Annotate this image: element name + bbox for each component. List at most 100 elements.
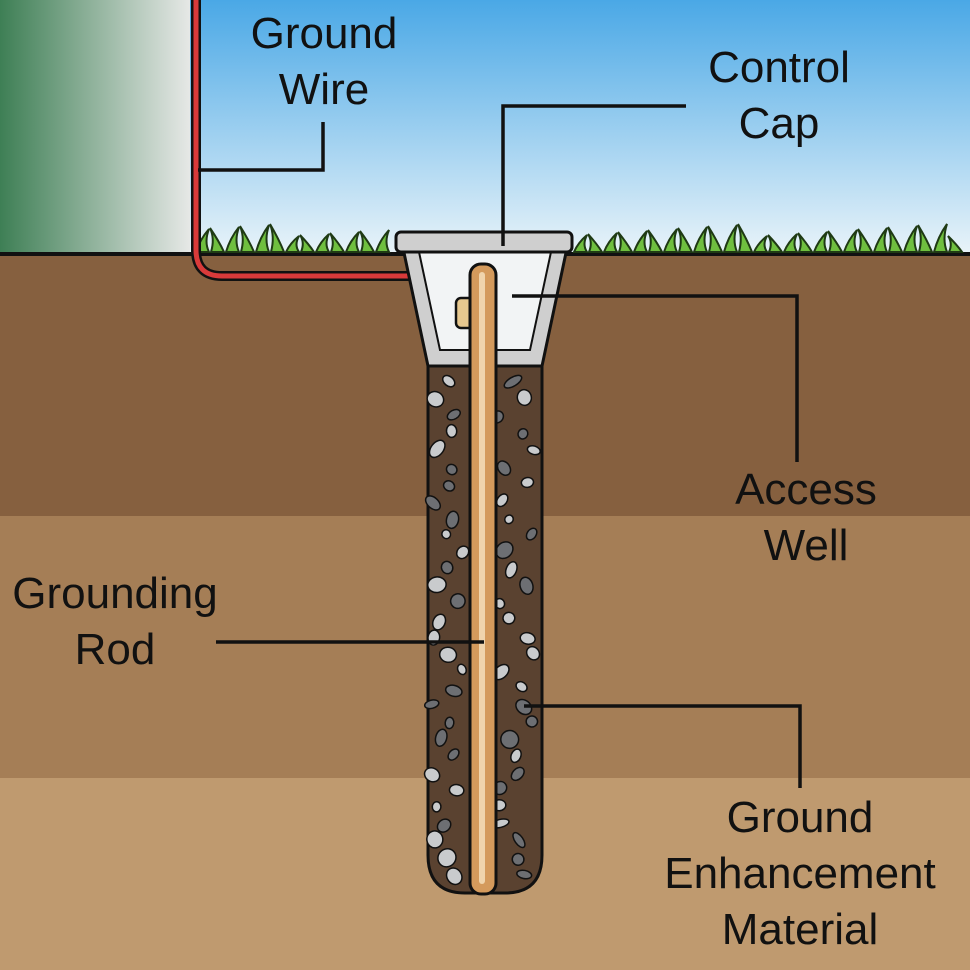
grounding-rod-highlight	[479, 272, 485, 884]
grass-blade	[224, 226, 241, 253]
gravel-stone	[496, 460, 512, 477]
gravel-stone	[519, 631, 536, 645]
grass-blade	[752, 235, 769, 253]
gravel-stone	[526, 444, 542, 456]
grass-blade	[359, 230, 376, 253]
gravel-stone	[447, 748, 460, 761]
grass-blade	[329, 232, 346, 253]
gravel-stone	[525, 715, 539, 728]
grass	[194, 223, 964, 253]
gravel-stone	[438, 646, 458, 664]
label-grounding-rod: Grounding Rod	[12, 569, 218, 674]
grass-blade	[827, 230, 844, 253]
leader-line-access-well	[512, 294, 799, 462]
grass-blade	[677, 227, 694, 253]
grass-blade	[887, 226, 904, 253]
gravel-stone	[427, 576, 447, 594]
grass-blade	[299, 234, 316, 253]
gravel-stone	[444, 716, 455, 730]
grass-blade	[737, 223, 754, 253]
grass-blade	[767, 234, 784, 253]
gravel-stone	[424, 495, 442, 511]
grass-blade	[254, 224, 271, 253]
leader-line-ground-enhancement	[524, 704, 802, 788]
gravel-stone	[495, 493, 509, 508]
gravel-stone	[445, 463, 458, 476]
grass-blade	[812, 231, 829, 253]
grass-blade	[344, 231, 361, 253]
gravel-stone	[441, 529, 452, 540]
label-ground-enhancement-material: Ground Enhancement Material	[664, 793, 936, 954]
grass-blade	[602, 232, 619, 253]
grass-blade	[947, 235, 964, 253]
label-ground-wire: Ground Wire	[250, 9, 398, 114]
building-wall	[0, 0, 190, 256]
gravel-stone	[423, 699, 440, 710]
gravel-stone	[517, 427, 529, 440]
gravel-stone	[446, 408, 461, 421]
grass-blade	[662, 228, 679, 253]
gravel-stone	[525, 527, 538, 541]
grass-blade	[572, 234, 589, 253]
grass-blade	[632, 230, 649, 253]
grass-blade	[707, 225, 724, 253]
grass-blade	[617, 231, 634, 253]
grass-blade	[692, 226, 709, 253]
grass-blade	[872, 227, 889, 253]
grass-blade	[209, 227, 226, 253]
gravel-stone	[520, 476, 535, 489]
grass-blade	[374, 229, 391, 253]
grass-blade	[239, 225, 256, 253]
gravel-stone	[426, 390, 445, 408]
grass-blade	[797, 232, 814, 253]
grass-blade	[842, 229, 859, 253]
grass-blade	[722, 224, 739, 253]
gravel-stone	[448, 783, 465, 797]
gravel-stone	[423, 767, 441, 783]
gravel-stone	[512, 831, 526, 849]
grass-blade	[314, 233, 331, 253]
grass-blade	[902, 225, 919, 253]
grass-blade	[587, 233, 604, 253]
gravel-stone	[515, 680, 528, 693]
gravel-stone	[519, 576, 534, 596]
gravel-stone	[456, 663, 467, 676]
gravel-stone	[434, 728, 448, 748]
gravel-stone	[445, 867, 463, 886]
gravel-stone	[455, 545, 470, 560]
gravel-stone	[511, 852, 525, 866]
gravel-stone	[441, 374, 456, 388]
gravel-stone	[510, 766, 525, 782]
gravel-stone	[516, 388, 533, 407]
gravel-stone	[500, 729, 520, 750]
gravel-stone	[504, 560, 518, 579]
gravel-stone	[445, 423, 458, 439]
gravel-stone	[444, 684, 463, 698]
gravel-stone	[516, 869, 533, 880]
gravel-stone	[504, 514, 514, 525]
gravel-stone	[525, 645, 541, 661]
grass-blade	[932, 223, 949, 253]
grass-blade	[857, 228, 874, 253]
leader-line-ground-wire	[198, 122, 325, 172]
gravel-stone	[431, 800, 442, 813]
grass-blade	[284, 235, 301, 253]
control-cap	[394, 230, 574, 254]
gravel-stone	[445, 510, 460, 530]
gravel-stone	[442, 480, 456, 492]
gravel-stone	[510, 748, 522, 764]
gravel-stone	[437, 847, 457, 868]
label-access-well: Access Well	[735, 465, 877, 570]
grass-blade	[269, 223, 286, 253]
gravel-stone	[426, 830, 444, 849]
gravel-stone	[431, 613, 447, 631]
gravel-stone	[440, 560, 454, 575]
gravel-stone	[449, 593, 466, 610]
gravel-stone	[502, 611, 516, 625]
gravel-stone	[436, 818, 452, 833]
grass-blade	[782, 233, 799, 253]
gravel-stone	[515, 698, 533, 716]
grass-blade	[917, 224, 934, 253]
